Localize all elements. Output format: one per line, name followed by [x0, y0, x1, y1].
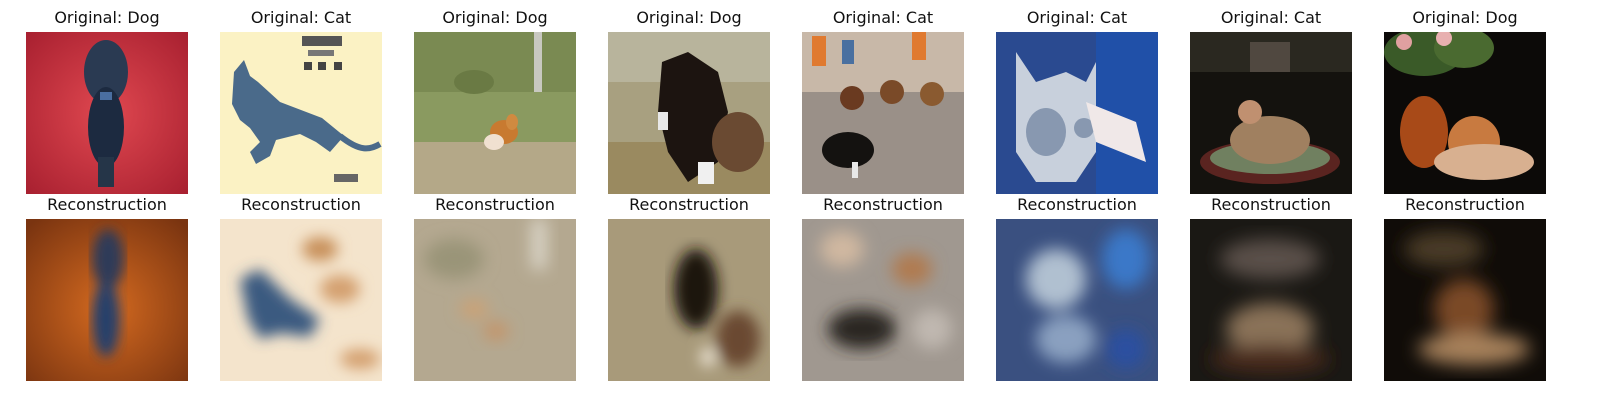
reconstruction-title: Reconstruction	[241, 195, 361, 214]
reconstruction-image	[26, 219, 188, 381]
original-image-cat	[996, 32, 1158, 194]
reconstruction-image	[1384, 219, 1546, 381]
original-image-cat	[1190, 32, 1352, 194]
original-title: Original: Cat	[1220, 8, 1322, 27]
original-image-dog	[414, 32, 576, 194]
original-title: Original: Dog	[442, 8, 548, 27]
reconstruction-title: Reconstruction	[435, 195, 555, 214]
original-title: Original: Dog	[1412, 8, 1518, 27]
original-image-dog	[608, 32, 770, 194]
original-title: Original: Cat	[250, 8, 352, 27]
original-title: Original: Dog	[636, 8, 742, 27]
original-title: Original: Cat	[1026, 8, 1128, 27]
original-image-dog	[26, 32, 188, 194]
original-image-dog	[1384, 32, 1546, 194]
reconstruction-title: Reconstruction	[629, 195, 749, 214]
reconstruction-image	[802, 219, 964, 381]
original-title: Original: Dog	[54, 8, 160, 27]
reconstruction-image	[220, 219, 382, 381]
reconstruction-title: Reconstruction	[47, 195, 167, 214]
original-title: Original: Cat	[832, 8, 934, 27]
reconstruction-image	[608, 219, 770, 381]
reconstruction-image	[1190, 219, 1352, 381]
reconstruction-image	[996, 219, 1158, 381]
reconstruction-title: Reconstruction	[823, 195, 943, 214]
original-image-cat	[802, 32, 964, 194]
original-image-cat	[220, 32, 382, 194]
reconstruction-image	[414, 219, 576, 381]
reconstruction-title: Reconstruction	[1017, 195, 1137, 214]
reconstruction-title: Reconstruction	[1405, 195, 1525, 214]
reconstruction-title: Reconstruction	[1211, 195, 1331, 214]
